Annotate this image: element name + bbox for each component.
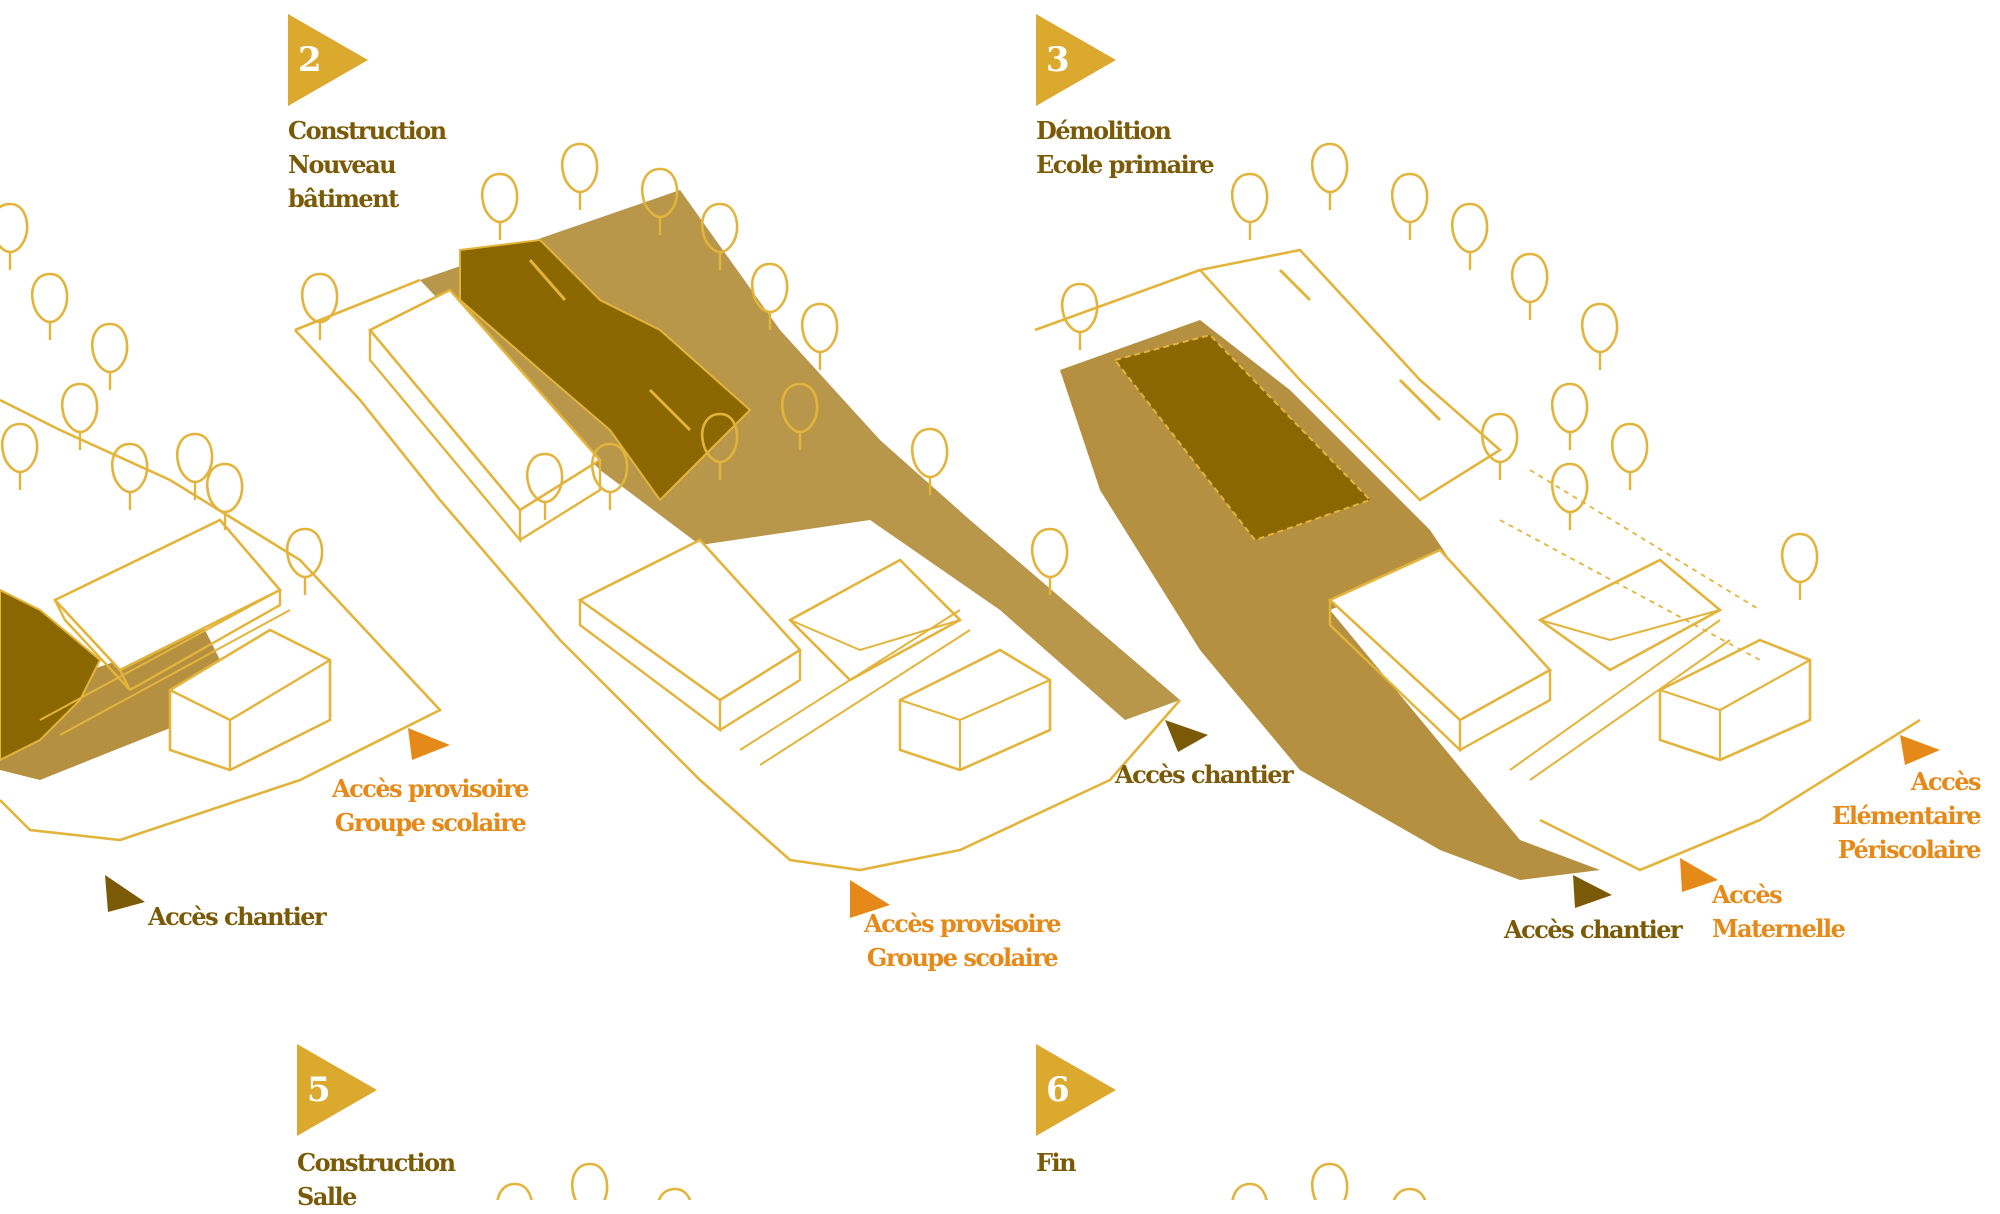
phase-2-number: 2 — [298, 40, 322, 80]
phase-3-number: 3 — [1046, 40, 1070, 80]
phase-6-flag-icon — [1036, 1044, 1116, 1136]
phase-1-drawing — [0, 202, 450, 912]
p2-label-acces-provisoire: Accès provisoire Groupe scolaire — [863, 909, 1062, 972]
p3-arrow-elementaire — [1900, 735, 1940, 765]
p3-site-outline — [1034, 268, 1921, 872]
p2-arrow-provisoire — [850, 880, 890, 918]
p1-new-building — [0, 588, 102, 762]
phase-3-flag-icon — [1036, 14, 1116, 106]
phase-6-drawing — [1036, 1044, 1429, 1214]
p1-label-acces-provisoire: Accès provisoire Groupe scolaire — [331, 774, 530, 837]
p3-school-roof — [1537, 558, 1723, 672]
p3-label-acces-chantier: Accès chantier — [1504, 915, 1683, 944]
p1-site-outline — [0, 398, 443, 842]
p2-new-building — [459, 238, 752, 502]
phase-6-number: 6 — [1046, 1070, 1070, 1110]
phase-3-drawing — [1034, 14, 1940, 908]
p1-arrow-provisoire — [408, 728, 450, 760]
phase-5-title: Construction Salle — [297, 1148, 456, 1211]
p2-arrow-chantier — [1165, 720, 1208, 752]
p3-arrow-chantier — [1573, 875, 1612, 908]
phase-5-drawing — [297, 1044, 694, 1214]
phase-3-title: Démolition Ecole primaire — [1036, 116, 1215, 179]
p3-demolished-footprint — [1113, 333, 1372, 542]
p1-arrow-chantier — [105, 875, 145, 912]
phase-6-title: Fin — [1036, 1148, 1077, 1177]
p2-school-lower — [577, 538, 803, 702]
p3-new-building-outline — [1197, 248, 1503, 502]
p3-arrow-maternelle — [1680, 858, 1718, 892]
p3-label-acces-maternelle: Accès Maternelle — [1712, 880, 1846, 943]
p1-building-b — [168, 628, 332, 772]
p2-label-acces-chantier: Accès chantier — [1115, 760, 1294, 789]
phase-2-flag-icon — [288, 14, 368, 106]
phase-5-flag-icon — [297, 1044, 377, 1136]
p2-school-roof — [787, 558, 963, 682]
p1-label-acces-chantier: Accès chantier — [148, 902, 327, 931]
p1-worksite-shading — [0, 620, 240, 780]
p2-gym — [898, 648, 1052, 772]
phase-5-number: 5 — [307, 1070, 331, 1110]
p3-gym — [1658, 638, 1812, 762]
phase-2-title: Construction Nouveau bâtiment — [288, 116, 447, 213]
phase-2-drawing — [288, 14, 1208, 918]
p3-label-acces-elementaire: Accès Elémentaire Périscolaire — [1832, 767, 1981, 864]
